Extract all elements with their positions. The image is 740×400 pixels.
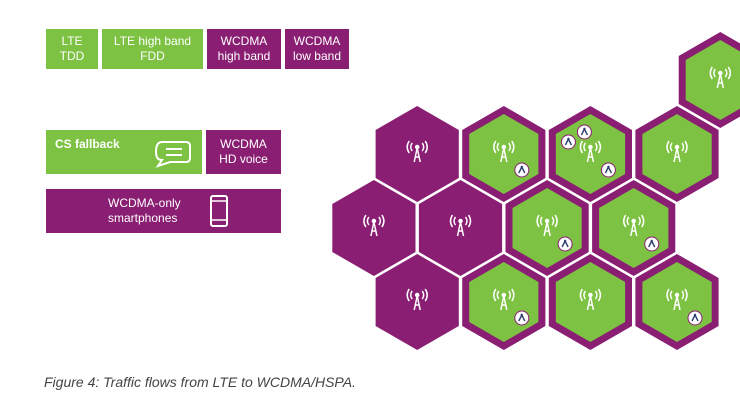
cell-tower-icon xyxy=(449,214,472,237)
cell-hexagon xyxy=(332,180,416,276)
legend-cs-fallback-label: CS fallback xyxy=(55,137,120,151)
cell-hexagon xyxy=(375,106,459,202)
cell-hexagon xyxy=(462,106,546,202)
cell-tower-icon xyxy=(406,140,428,163)
cell-hexagon xyxy=(462,254,546,350)
figure-caption: Figure 4: Traffic flows from LTE to WCDM… xyxy=(44,374,356,390)
legend-lte-fdd: LTE high band FDD xyxy=(102,29,203,69)
cell-tower-icon xyxy=(579,140,602,163)
legend-wcdma-low-line2: low band xyxy=(292,49,342,63)
cell-hexagon xyxy=(635,106,719,202)
cell-tower-icon xyxy=(493,288,515,311)
phone-badge-icon xyxy=(557,236,573,252)
cell-hexagon xyxy=(548,106,632,202)
legend-wcdma-low-line1: WCDMA xyxy=(293,34,341,48)
phone-badge-icon xyxy=(644,236,660,252)
legend-wcdma-hd-line1: WCDMA xyxy=(220,137,267,151)
phone-badge-icon xyxy=(514,310,530,326)
legend-lte-fdd-line1: LTE high band xyxy=(113,34,192,48)
cell-hexagon xyxy=(635,254,719,350)
legend-wcdma-only: WCDMA-only smartphones xyxy=(46,189,281,233)
legend-lte-fdd-line2: FDD xyxy=(140,49,165,63)
legend-cs-fallback: CS fallback xyxy=(46,130,202,174)
cell-tower-icon xyxy=(579,288,602,311)
phone-badge-icon xyxy=(600,162,616,178)
smartphone-icon xyxy=(210,195,228,227)
legend-wcdma-hd-line2: HD voice xyxy=(219,152,268,166)
cell-hexagon xyxy=(505,180,589,276)
cell-tower-icon xyxy=(666,140,688,163)
cell-tower-icon xyxy=(493,140,515,163)
legend-wcdma-only-line2: smartphones xyxy=(108,211,178,225)
phone-badge-icon xyxy=(687,310,703,326)
chat-bubble-icon xyxy=(154,141,191,168)
cell-tower-icon xyxy=(709,66,732,89)
legend-wcdma-high-line1: WCDMA xyxy=(220,34,268,48)
cell-tower-icon xyxy=(666,288,688,311)
cell-tower-icon xyxy=(536,214,558,237)
legend-wcdma-hd-voice: WCDMA HD voice xyxy=(206,130,281,174)
cell-hexagon xyxy=(678,32,740,128)
legend-lte-tdd: LTE TDD xyxy=(46,29,98,69)
phone-badge-icon xyxy=(514,162,530,178)
legend-wcdma-only-line1: WCDMA-only xyxy=(108,196,181,210)
cell-tower-icon xyxy=(363,214,385,237)
phone-badge-icon xyxy=(576,124,592,140)
legend-lte-tdd-line1: LTE xyxy=(61,34,83,48)
legend-lte-tdd-line2: TDD xyxy=(59,49,85,63)
cell-hexagon xyxy=(548,254,632,350)
cell-tower-icon xyxy=(406,288,428,311)
legend-wcdma-high: WCDMA high band xyxy=(207,29,281,69)
phone-badge-icon xyxy=(560,134,576,150)
legend-wcdma-low: WCDMA low band xyxy=(285,29,349,69)
cell-hexagon xyxy=(592,180,676,276)
cell-hexagon xyxy=(418,180,503,276)
legend-wcdma-high-line2: high band xyxy=(217,49,271,63)
cell-hexagon xyxy=(375,254,459,350)
cell-tower-icon xyxy=(622,214,645,237)
